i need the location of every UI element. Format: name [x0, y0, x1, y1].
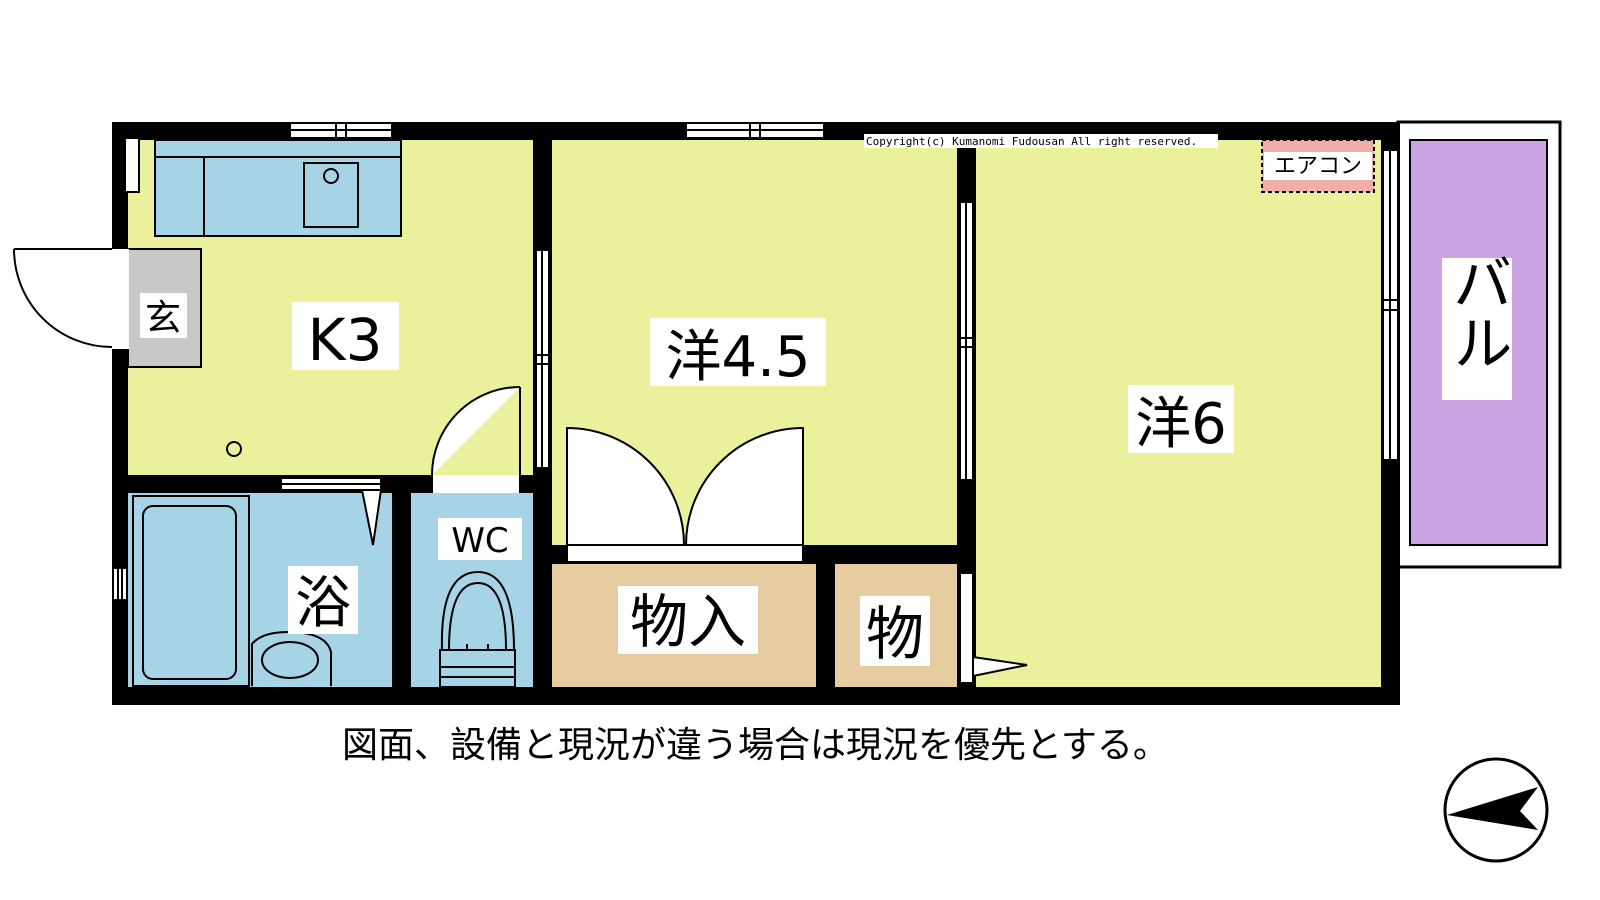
window: [1382, 149, 1399, 461]
sliding-door[interactable]: [280, 477, 382, 491]
sliding-door[interactable]: [959, 201, 974, 481]
closet-door[interactable]: [566, 426, 804, 563]
sliding-door[interactable]: [535, 249, 550, 469]
aircon-label: エアコン: [1274, 154, 1362, 179]
toilet-label: WC: [451, 521, 508, 561]
toilet-icon: [439, 570, 516, 688]
toilet-door[interactable]: [431, 386, 521, 493]
storage-door[interactable]: [959, 572, 1028, 684]
entrance-door[interactable]: [13, 248, 129, 349]
western-small-label: 洋4.5: [665, 325, 810, 390]
window: [685, 122, 825, 139]
balcony-label: バル: [1442, 252, 1512, 372]
window: [289, 122, 393, 139]
copyright-text: Copyright(c) Kumanomi Fudousan All right…: [866, 135, 1197, 148]
entrance-label: 玄: [145, 298, 181, 339]
wall: [816, 545, 835, 705]
copyright-bg: [864, 134, 1218, 148]
western-large-label: 洋6: [1135, 392, 1227, 457]
compass-icon: [1443, 757, 1549, 863]
aircon-unit: エアコン: [1261, 139, 1375, 193]
bath-label: 浴: [295, 571, 351, 636]
bath-door[interactable]: [360, 489, 383, 546]
window: [112, 567, 128, 601]
kitchen-label: K3: [308, 306, 383, 374]
floor-drain-icon: [226, 441, 242, 457]
kitchen-counter: [154, 139, 402, 237]
wall: [392, 475, 411, 705]
balcony: [1396, 120, 1562, 569]
footer-note: 図面、設備と現況が違う場合は現況を優先とする。: [342, 725, 1169, 766]
bathtub: [132, 495, 250, 687]
storage-large-label: 物入: [630, 588, 746, 656]
storage-small-label: 物: [866, 600, 924, 668]
wall-vent: [124, 137, 140, 193]
